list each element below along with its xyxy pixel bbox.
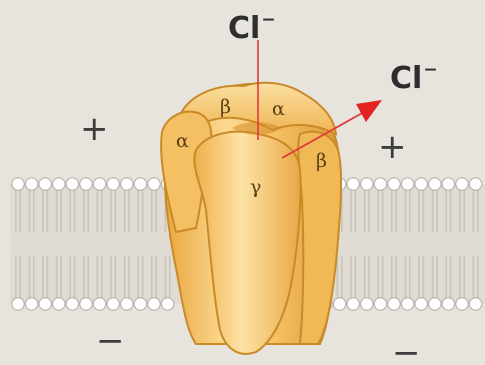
lipid-head bbox=[121, 178, 133, 190]
lipid-head bbox=[456, 178, 468, 190]
lipid-head bbox=[148, 178, 160, 190]
lipid-head bbox=[80, 298, 92, 310]
lipid-head bbox=[374, 178, 386, 190]
lipid-head bbox=[121, 298, 133, 310]
subunit-label-beta-top: β bbox=[220, 98, 231, 117]
lipid-head bbox=[148, 298, 160, 310]
lipid-head bbox=[53, 298, 65, 310]
subunit-label-alpha-top: α bbox=[272, 100, 285, 119]
gaba-receptor bbox=[161, 83, 341, 354]
lipid-head bbox=[25, 298, 37, 310]
lipid-head bbox=[93, 178, 105, 190]
lipid-head bbox=[401, 178, 413, 190]
lipid-head bbox=[429, 178, 441, 190]
chloride-ion-label-right: Cl− bbox=[390, 62, 438, 94]
subunit-label-alpha-left: α bbox=[176, 132, 189, 151]
lipid-head bbox=[442, 298, 454, 310]
lipid-head bbox=[12, 298, 24, 310]
lipid-head bbox=[107, 178, 119, 190]
charge-inside-right: − bbox=[392, 336, 421, 365]
lipid-head bbox=[39, 298, 51, 310]
lipid-head bbox=[401, 298, 413, 310]
lipid-head bbox=[80, 178, 92, 190]
lipid-head bbox=[347, 178, 359, 190]
lipid-head bbox=[12, 178, 24, 190]
lipid-head bbox=[107, 298, 119, 310]
lipid-head bbox=[469, 298, 481, 310]
lipid-head bbox=[134, 178, 146, 190]
chloride-ion-label-top: Cl− bbox=[228, 12, 276, 44]
lipid-head bbox=[388, 178, 400, 190]
charge-outside-right: + bbox=[378, 130, 407, 164]
charge-outside-left: + bbox=[80, 112, 109, 146]
lipid-head bbox=[429, 298, 441, 310]
lipid-head bbox=[134, 298, 146, 310]
lipid-head bbox=[53, 178, 65, 190]
subunit-label-beta-right: β bbox=[316, 152, 327, 171]
lipid-head bbox=[415, 178, 427, 190]
lipid-head bbox=[39, 178, 51, 190]
lipid-head bbox=[347, 298, 359, 310]
lipid-head bbox=[442, 178, 454, 190]
lipid-head bbox=[456, 298, 468, 310]
lipid-head bbox=[25, 178, 37, 190]
lipid-head bbox=[66, 178, 78, 190]
lipid-head bbox=[388, 298, 400, 310]
lipid-head bbox=[469, 178, 481, 190]
subunit-label-gamma: γ bbox=[250, 178, 261, 197]
lipid-head bbox=[415, 298, 427, 310]
lipid-head bbox=[161, 298, 173, 310]
lipid-head bbox=[333, 298, 345, 310]
charge-inside-left: − bbox=[96, 324, 125, 358]
arrowhead-icon bbox=[356, 100, 382, 122]
lipid-head bbox=[361, 298, 373, 310]
lipid-head bbox=[93, 298, 105, 310]
lipid-head bbox=[374, 298, 386, 310]
lipid-head bbox=[361, 178, 373, 190]
lipid-head bbox=[66, 298, 78, 310]
